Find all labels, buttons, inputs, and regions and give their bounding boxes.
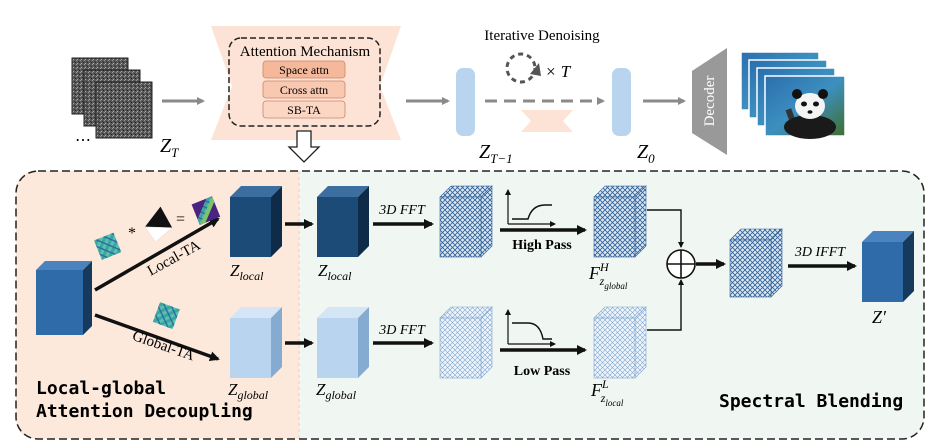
ta-pattern-tile-global xyxy=(152,302,180,330)
fft-label-bottom: 3D FFT xyxy=(378,323,426,338)
times-t-label: × T xyxy=(545,62,572,81)
high-pass-label: High Pass xyxy=(512,238,572,253)
arrow-local-ta xyxy=(94,217,220,292)
expand-down-arrow xyxy=(287,130,321,163)
latent-zt1-bar xyxy=(456,68,475,136)
filtered-high-cube xyxy=(593,185,647,258)
z-global-cube xyxy=(230,307,282,378)
attn-item-sbta-label: SB-TA xyxy=(287,103,321,117)
z-local-cube xyxy=(230,186,282,257)
ta-masked-tile xyxy=(191,196,221,225)
z-local-label-2: Zlocal xyxy=(318,261,352,283)
latent-z0-bar xyxy=(612,68,631,136)
local-global-title-line2: Attention Decoupling xyxy=(36,401,253,422)
z-t1-label: ZT−1 xyxy=(479,141,513,166)
attn-item-space-label: Space attn xyxy=(279,63,329,77)
equals-label: = xyxy=(176,211,185,228)
z-prime-label: Z′ xyxy=(872,307,887,327)
input-latent-cube xyxy=(36,261,92,335)
connector-low xyxy=(647,279,684,331)
connector-high xyxy=(647,209,684,248)
fft-label-top: 3D FFT xyxy=(378,203,426,218)
z-local-cube-copy xyxy=(317,186,369,257)
merged-spectrum-cube xyxy=(729,228,783,298)
mini-unet-icon xyxy=(521,110,573,132)
filtered-low-cube xyxy=(593,306,647,379)
star-label: * xyxy=(128,225,136,242)
low-pass-label: Low Pass xyxy=(514,364,571,379)
panda-image xyxy=(784,89,836,139)
attn-item-space xyxy=(262,60,346,79)
attention-mechanism-box xyxy=(228,37,381,127)
decoder-block xyxy=(692,48,727,155)
attn-item-cross xyxy=(262,80,346,99)
z-global-cube-copy xyxy=(317,307,369,378)
arrow-global-ta xyxy=(94,313,220,362)
ifft-label: 3D IFFT xyxy=(794,245,846,260)
high-pass-filter-icon xyxy=(505,189,556,227)
loop-icon xyxy=(505,52,537,84)
attention-title: Attention Mechanism xyxy=(240,44,371,60)
bottom-panel-border xyxy=(15,170,925,440)
ta-pattern-tile-local xyxy=(93,232,122,260)
spectrum-cube-global xyxy=(439,306,493,379)
attn-item-cross-label: Cross attn xyxy=(280,83,328,97)
decoder-label: Decoder xyxy=(702,76,718,127)
triangle-mask-icon xyxy=(144,206,173,243)
noise-latent-stack xyxy=(71,57,153,139)
local-global-region xyxy=(16,171,299,439)
low-pass-filter-icon xyxy=(505,309,556,347)
z-global-label-2: Zglobal xyxy=(316,380,357,402)
iterative-denoising-label: Iterative Denoising xyxy=(484,28,600,44)
ellipsis-label: ⋯ xyxy=(75,132,91,149)
spectral-blending-title: Spectral Blending xyxy=(719,391,903,412)
attn-item-sbta xyxy=(262,100,346,119)
z-t-label: ZT xyxy=(160,135,179,160)
z-0-label: Z0 xyxy=(637,141,655,166)
loop-arrowhead-icon xyxy=(530,63,541,76)
spectrum-cube-local xyxy=(439,185,493,258)
output-latent-cube xyxy=(862,231,914,302)
local-global-title-line1: Local-global xyxy=(36,378,166,399)
z-global-label-1: Zglobal xyxy=(228,380,269,402)
z-local-label-1: Zlocal xyxy=(230,261,264,283)
